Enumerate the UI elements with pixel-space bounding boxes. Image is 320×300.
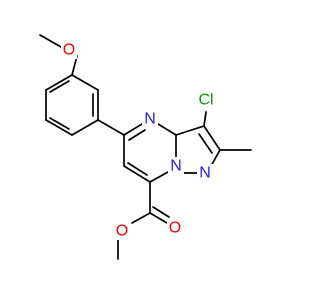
bond-ring-inner-2 bbox=[49, 117, 70, 130]
bond-n4-c3a bbox=[157, 123, 177, 136]
bond-methoxy-o-c bbox=[71, 55, 78, 76]
atom-n1-label: N bbox=[199, 165, 211, 182]
bonds-layer bbox=[39, 34, 252, 260]
atom-o-carbonyl-label: O bbox=[169, 220, 181, 237]
atom-n7a: N bbox=[168, 157, 184, 175]
bond-methoxy-ch3-o bbox=[39, 34, 62, 48]
atom-cl: Cl bbox=[194, 91, 218, 109]
atom-labels-layer: O Cl N N N O O bbox=[61, 41, 218, 240]
bond-c2-n1 bbox=[210, 149, 221, 167]
bond-c7-c6 bbox=[123, 165, 151, 183]
bond-ring-3 bbox=[71, 119, 99, 136]
bond-carbonyl-o-single bbox=[131, 212, 151, 224]
atom-o-ester-label: O bbox=[116, 223, 128, 240]
bond-c5-n4-double bbox=[128, 129, 146, 141]
bond-n7a-c7 bbox=[149, 171, 169, 183]
bond-ring-inner-3 bbox=[49, 80, 70, 93]
bond-ring-6 bbox=[45, 74, 73, 91]
atom-n4: N bbox=[142, 110, 158, 128]
atom-n4-label: N bbox=[144, 111, 156, 128]
bond-carbonyl-o-double-2 bbox=[152, 206, 170, 218]
bond-c3-c2-double bbox=[198, 133, 213, 154]
bond-c5-n4 bbox=[123, 123, 143, 136]
bond-c3-cl bbox=[203, 111, 207, 127]
molecule-diagram: O Cl N N N O O bbox=[39, 34, 252, 260]
bond-c7-c6-double bbox=[127, 162, 148, 176]
atom-o-methoxy: O bbox=[61, 41, 77, 59]
bond-ring-1 bbox=[71, 74, 99, 91]
atom-n7a-label: N bbox=[170, 158, 182, 175]
atom-o-carbonyl: O bbox=[167, 219, 183, 237]
atom-o-methoxy-label: O bbox=[63, 42, 75, 59]
atom-cl-label: Cl bbox=[198, 92, 213, 109]
bond-c3a-c3 bbox=[175, 125, 205, 136]
bond-carbonyl-o-double-1 bbox=[149, 212, 168, 224]
atom-n1: N bbox=[197, 164, 213, 182]
bond-c3-c2 bbox=[203, 125, 221, 151]
bond-ring-4 bbox=[45, 119, 73, 136]
bond-phenyl-c5 bbox=[97, 119, 125, 136]
atom-o-ester: O bbox=[114, 222, 130, 240]
